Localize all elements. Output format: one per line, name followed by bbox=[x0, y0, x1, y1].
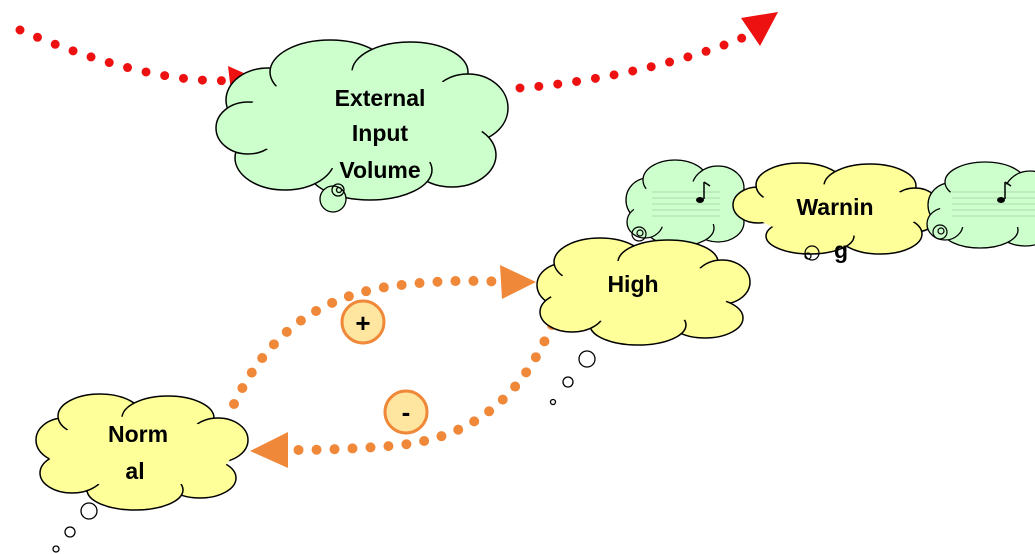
warning-label-line-1: Warnin bbox=[796, 194, 873, 220]
warning-node[interactable]: Warnin g bbox=[732, 162, 942, 263]
outflow-arrow bbox=[515, 12, 778, 93]
spiral-icon bbox=[631, 226, 647, 242]
cloud-shape bbox=[536, 237, 751, 346]
music-note-icon bbox=[952, 181, 1035, 217]
sound-cloud-left[interactable] bbox=[625, 159, 745, 247]
music-note-icon bbox=[652, 181, 720, 217]
decrease-arrow bbox=[250, 320, 557, 468]
sound-cloud-right[interactable] bbox=[926, 161, 1035, 249]
cloud-shape bbox=[625, 159, 745, 247]
thought-bubbles bbox=[52, 502, 98, 553]
normal-node[interactable]: Norm al bbox=[35, 393, 249, 553]
spiral-icon bbox=[319, 183, 347, 213]
external-input-label-line-2: Input bbox=[352, 120, 409, 146]
external-input-label-line-1: External bbox=[335, 85, 426, 111]
cloud-shape bbox=[35, 393, 249, 511]
external-input-label-line-3: Volume bbox=[339, 157, 420, 183]
plus-sign-badge: + bbox=[340, 299, 386, 345]
spiral-icon bbox=[932, 224, 948, 240]
normal-label-line-1: Norm bbox=[108, 421, 168, 447]
cloud-shape bbox=[215, 39, 509, 201]
cloud-shape bbox=[926, 161, 1035, 249]
outflow-arrowhead bbox=[741, 12, 778, 46]
high-label: High bbox=[607, 271, 658, 297]
spiral-icon bbox=[804, 245, 820, 261]
plus-sign: + bbox=[355, 308, 370, 338]
decrease-arrowhead bbox=[250, 432, 288, 468]
thought-bubbles bbox=[549, 350, 596, 406]
cloud-shape bbox=[732, 162, 942, 255]
increase-arrow bbox=[229, 265, 536, 409]
high-node[interactable]: High bbox=[536, 237, 751, 406]
external-input-volume-node[interactable]: External Input Volume bbox=[215, 39, 509, 213]
increase-arrowhead bbox=[500, 265, 536, 299]
minus-sign-badge: - bbox=[383, 389, 429, 435]
warning-label-line-2: g bbox=[834, 237, 848, 263]
normal-label-line-2: al bbox=[125, 458, 144, 484]
minus-sign: - bbox=[402, 397, 411, 427]
